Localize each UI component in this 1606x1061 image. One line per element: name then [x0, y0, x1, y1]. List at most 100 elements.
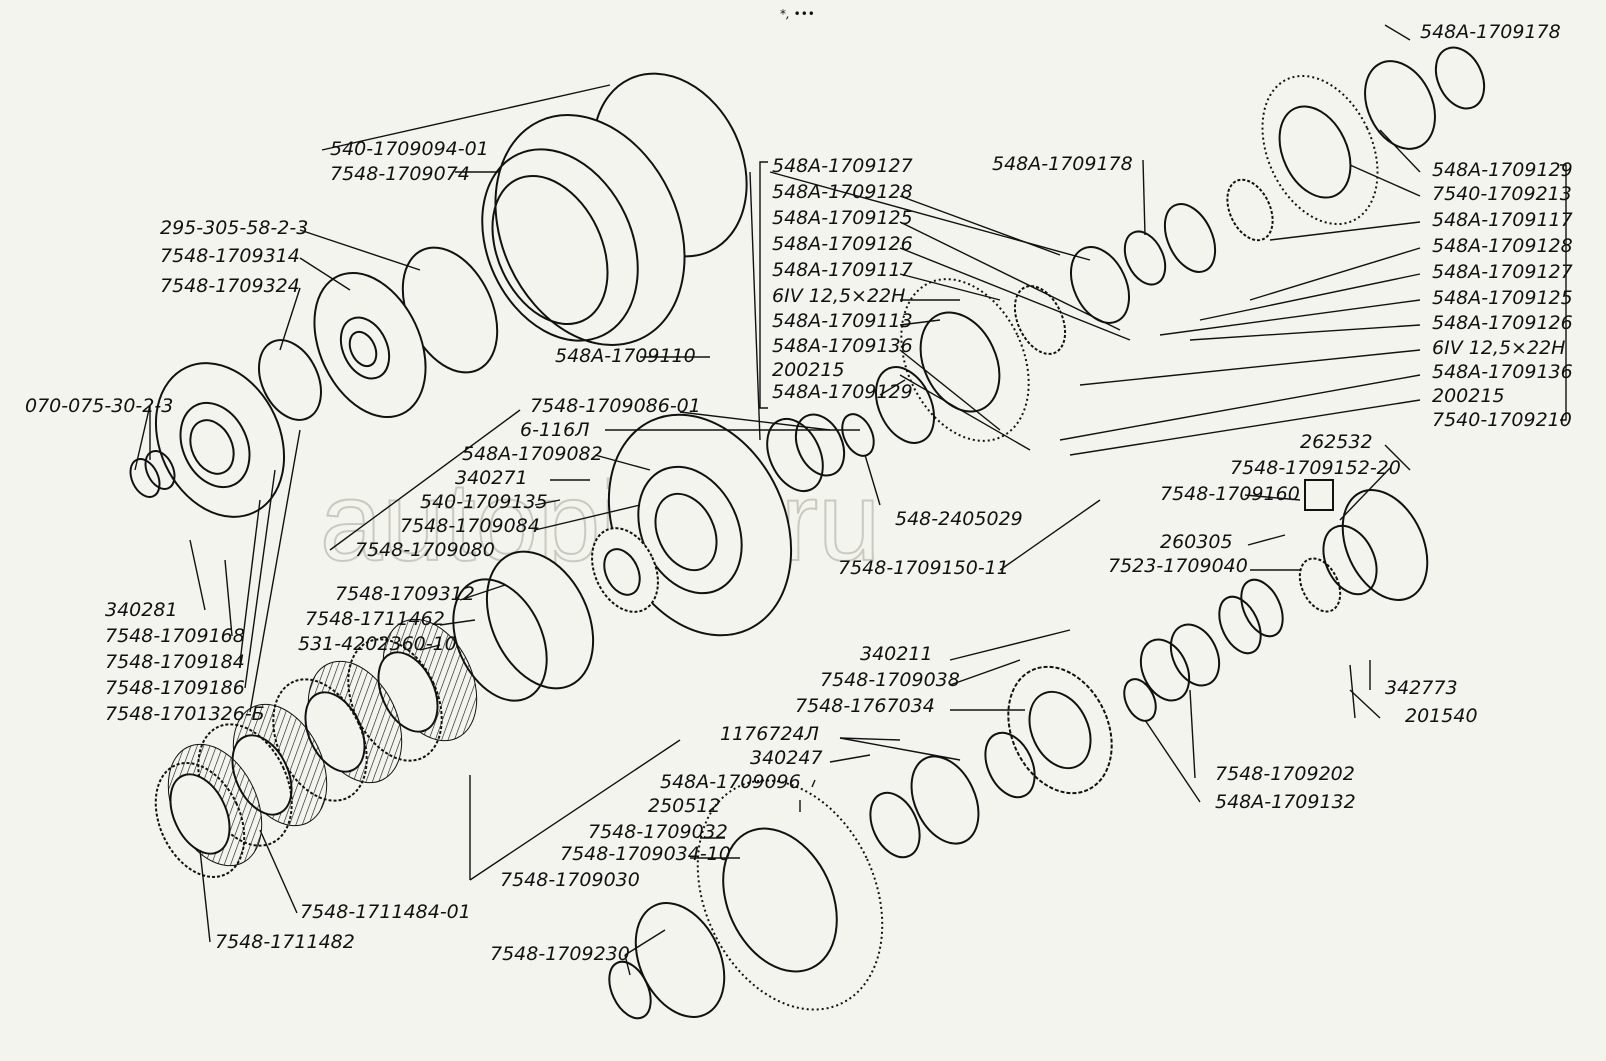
ring-gear-bottom — [1007, 665, 1113, 795]
outer-race-bottom — [869, 791, 921, 859]
label-200215-right: 200215 — [1432, 385, 1505, 407]
label-548a-1709126-right: 548A-1709126 — [1432, 312, 1573, 334]
label-340281: 340281 — [105, 599, 178, 621]
label-295-305-58-2-3: 295-305-58-2-3 — [160, 217, 308, 239]
label-548a-1709117-right: 548A-1709117 — [1432, 209, 1573, 231]
label-7548-1709074: 7548-1709074 — [330, 163, 470, 185]
label-7548-1709032: 7548-1709032 — [588, 821, 728, 843]
label-548a-1709129-right: 548A-1709129 — [1432, 159, 1573, 181]
label-7548-1709080: 7548-1709080 — [355, 539, 495, 561]
snap-ring-left-a — [129, 458, 161, 498]
disc-part — [313, 271, 427, 419]
label-7548-1711482: 7548-1711482 — [215, 931, 355, 953]
label-531-4202360-10: 531-4202360-10 — [298, 633, 457, 655]
label-340247: 340247 — [750, 747, 823, 769]
label-548a-1709127-right: 548A-1709127 — [1432, 261, 1573, 283]
roller-bearing-bottom — [910, 755, 980, 845]
snap-ring-center — [841, 413, 875, 457]
bearing-ring-top — [1163, 203, 1217, 273]
label-540-1709135: 540-1709135 — [420, 491, 548, 513]
right-hub — [1298, 489, 1429, 613]
label-7548-1709324: 7548-1709324 — [160, 275, 300, 297]
snap-ring-top-b — [1123, 230, 1167, 286]
clutch-disc-stack — [154, 550, 595, 878]
bearing-race-bottom — [984, 731, 1036, 799]
label-548a-1709110: 548A-1709110 — [555, 345, 696, 367]
label-7540-1709213: 7540-1709213 — [1432, 183, 1572, 205]
bearing-ring-center — [794, 413, 846, 477]
label-200215-left: 200215 — [772, 359, 845, 381]
label-7540-1709210: 7540-1709210 — [1432, 409, 1572, 431]
label-7548-1711462: 7548-1711462 — [305, 608, 445, 630]
seal-ring-top — [1364, 60, 1436, 150]
snap-ring-left-b — [144, 450, 176, 490]
label-548a-1709178-mid: 548A-1709178 — [992, 153, 1133, 175]
label-6-116l: 6-116Л — [520, 419, 590, 441]
snap-ring-bottom — [608, 960, 652, 1020]
spline-ring-top — [1226, 178, 1274, 242]
label-340271: 340271 — [455, 467, 528, 489]
label-548a-1709132: 548A-1709132 — [1215, 791, 1356, 813]
label-548a-1709178-top: 548A-1709178 — [1420, 21, 1561, 43]
part-number-labels: 548A-1709178 540-1709094-01 7548-1709074… — [25, 21, 1573, 965]
label-7548-1709312: 7548-1709312 — [335, 583, 475, 605]
label-bearing-size-left: 6IV 12,5×22H — [772, 285, 905, 307]
stator-upper-right — [900, 278, 1030, 442]
label-548a-1709082: 548A-1709082 — [462, 443, 603, 465]
label-540-1709094-01: 540-1709094-01 — [330, 138, 489, 160]
label-548a-1709117-left: 548A-1709117 — [772, 259, 913, 281]
housing-ring-part — [481, 114, 686, 346]
label-7523-1709040: 7523-1709040 — [1108, 555, 1248, 577]
label-548a-1709129-left: 548A-1709129 — [772, 381, 913, 403]
label-7548-1709084: 7548-1709084 — [400, 515, 540, 537]
label-7548-1709030: 7548-1709030 — [500, 869, 640, 891]
label-548a-1709128-left: 548A-1709128 — [772, 181, 913, 203]
label-070-075-30-2-3: 070-075-30-2-3 — [25, 395, 173, 417]
race-ring-mid — [874, 366, 936, 444]
stator-top-right — [1261, 74, 1379, 226]
label-342773: 342773 — [1385, 677, 1458, 699]
snap-ring-top — [1434, 46, 1486, 110]
label-7548-1709152-20: 7548-1709152-20 — [1230, 457, 1401, 479]
bracket-right-group — [1560, 164, 1567, 421]
needle-bearing-bottom — [1139, 623, 1221, 702]
label-7548-1709034-10: 7548-1709034-10 — [560, 843, 731, 865]
label-340211: 340211 — [860, 643, 933, 665]
label-7548-1709150-11: 7548-1709150-11 — [838, 557, 1009, 579]
label-7548-1709038: 7548-1709038 — [820, 669, 960, 691]
snap-ring-right-b — [1218, 595, 1262, 655]
label-7548-1711484-01: 7548-1711484-01 — [300, 901, 471, 923]
top-mark: *, ••• — [780, 7, 815, 21]
bearing-center — [766, 417, 824, 493]
race-ring-top — [1069, 246, 1131, 324]
washer-ring — [258, 339, 322, 421]
label-7548-1709186: 7548-1709186 — [105, 677, 245, 699]
label-7548-1709314: 7548-1709314 — [160, 245, 300, 267]
label-262532: 262532 — [1300, 431, 1373, 453]
label-548a-1709128-right: 548A-1709128 — [1432, 235, 1573, 257]
left-hub-flange — [154, 362, 286, 518]
label-548a-1709125-left: 548A-1709125 — [772, 207, 913, 229]
bracket-right — [1304, 479, 1334, 511]
label-1176724l: 1176724Л — [720, 723, 819, 745]
label-7548-1701326-b: 7548-1701326-Б — [105, 703, 265, 725]
leader-lines — [134, 24, 1421, 976]
label-7548-1709160: 7548-1709160 — [1160, 483, 1300, 505]
label-7548-1709184: 7548-1709184 — [105, 651, 245, 673]
label-548a-1709096: 548A-1709096 — [660, 771, 801, 793]
label-7548-1709168: 7548-1709168 — [105, 625, 245, 647]
parts-group — [129, 46, 1486, 1020]
label-7548-1709202: 7548-1709202 — [1215, 763, 1355, 785]
label-548a-1709125-right: 548A-1709125 — [1432, 287, 1573, 309]
label-548-2405029: 548-2405029 — [895, 508, 1023, 530]
label-548a-1709136-left: 548A-1709136 — [772, 335, 913, 357]
label-548a-1709136-right: 548A-1709136 — [1432, 361, 1573, 383]
label-548a-1709126-left: 548A-1709126 — [772, 233, 913, 255]
label-548a-1709113: 548A-1709113 — [772, 310, 913, 332]
label-bearing-size-right: 6IV 12,5×22H — [1432, 337, 1565, 359]
bracket-left-group — [759, 161, 768, 409]
label-260305: 260305 — [1160, 531, 1233, 553]
label-201540: 201540 — [1405, 705, 1478, 727]
